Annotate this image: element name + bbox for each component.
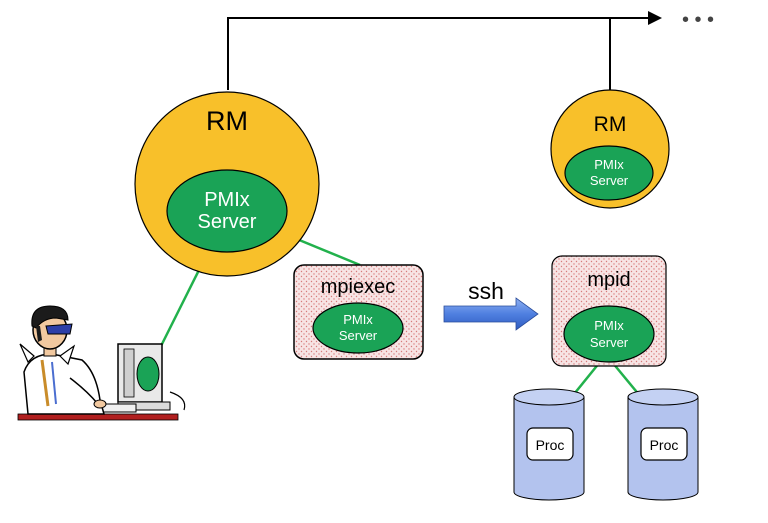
pmix-server-mpid-line2: Server bbox=[590, 335, 629, 350]
ssh-label: ssh bbox=[468, 278, 504, 304]
pmix-server-mpiexec-line1: PMIx bbox=[343, 312, 373, 327]
proc-box-left bbox=[526, 427, 574, 461]
pmix-server-main-line1: PMIx bbox=[204, 189, 250, 211]
pmix-server-main-line2: Server bbox=[198, 211, 257, 233]
pmix-server-mpid-line1: PMIx bbox=[594, 318, 624, 333]
ellipsis-label: • • • bbox=[682, 9, 714, 31]
rm-main-label: RM bbox=[206, 106, 248, 136]
mpiexec-label: mpiexec bbox=[321, 276, 395, 298]
process-cylinder-left: Proc bbox=[513, 388, 585, 501]
proc-label-right: Proc bbox=[650, 437, 679, 453]
pmix-server-remote-line2: Server bbox=[590, 173, 629, 188]
pmix-server-mpid bbox=[563, 305, 655, 363]
interconnect-arrowhead bbox=[648, 11, 662, 25]
proc-box-right bbox=[640, 427, 688, 461]
monitor-screen bbox=[136, 356, 160, 392]
pmix-server-mpiexec-line2: Server bbox=[339, 328, 378, 343]
pmix-server-remote bbox=[564, 145, 654, 201]
rm-remote-label: RM bbox=[594, 113, 627, 136]
proc-label-left: Proc bbox=[536, 437, 565, 453]
pmix-server-main bbox=[166, 169, 288, 253]
process-cylinder-right: Proc bbox=[627, 388, 699, 501]
pmix-server-mpiexec bbox=[312, 302, 404, 354]
ssh-arrow bbox=[443, 297, 539, 331]
mpid-label: mpid bbox=[587, 269, 630, 291]
pmix-server-remote-line1: PMIx bbox=[594, 157, 624, 172]
user-at-computer-icon bbox=[17, 305, 186, 421]
